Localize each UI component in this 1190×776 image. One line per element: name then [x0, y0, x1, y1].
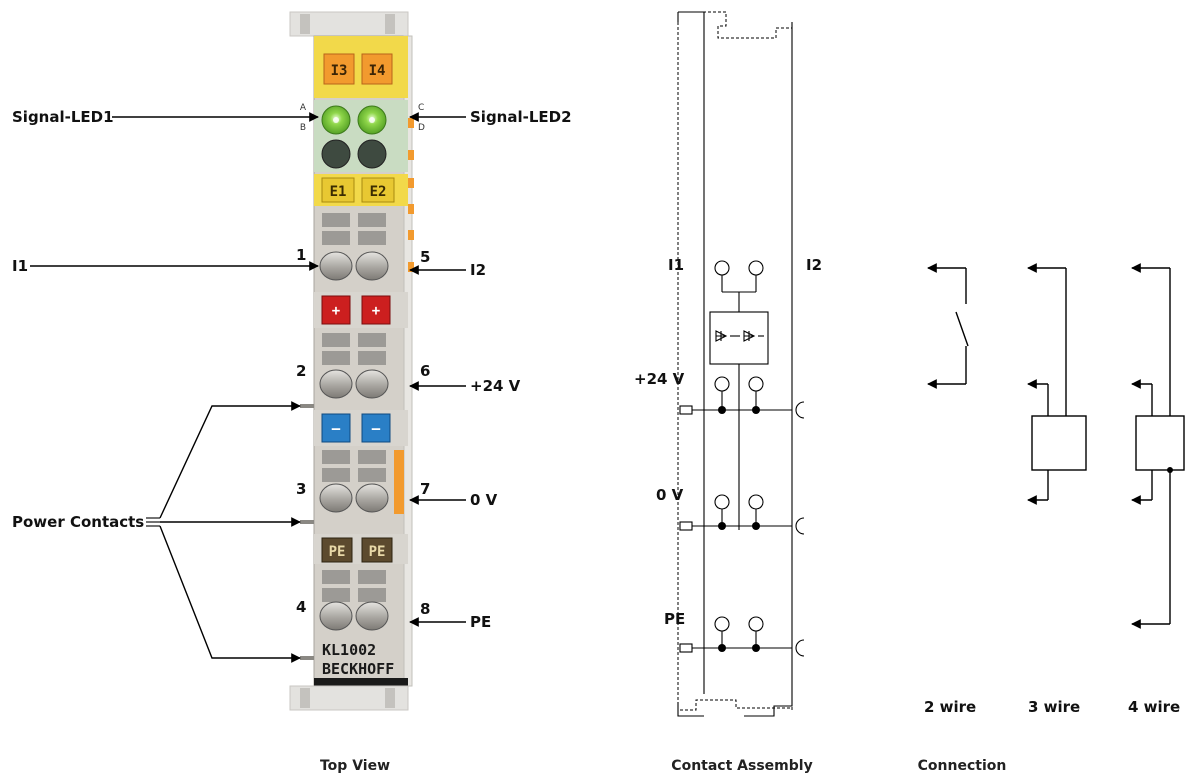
- label-input1: I1: [12, 257, 28, 275]
- contact-assembly-schematic: [677, 11, 805, 717]
- terminal-spring-8: [355, 601, 389, 631]
- connection-2-wire: [927, 263, 969, 389]
- label-signal-led2: Signal-LED2: [470, 108, 572, 126]
- caption-contact-assembly: Contact Assembly: [671, 758, 812, 774]
- terminal-number-5: 5: [420, 248, 430, 266]
- terminal-number-3: 3: [296, 480, 306, 498]
- terminal-number-2: 2: [296, 362, 306, 380]
- terminal-spring-3: [319, 483, 353, 513]
- terminal-spring-4: [319, 601, 353, 631]
- terminal-number-6: 6: [420, 362, 430, 380]
- ca-label-input2: I2: [806, 256, 822, 274]
- terminal-number-4: 4: [296, 598, 306, 616]
- top-view-callouts: [30, 112, 466, 663]
- tag-i4: I4: [369, 63, 386, 79]
- wire-type-4: 4 wire: [1128, 698, 1180, 716]
- led-letter-b: B: [300, 123, 306, 133]
- terminal-top-view: I3 I4 E1 E2 + +: [289, 11, 414, 711]
- tag-e1: E1: [330, 184, 347, 200]
- ca-label-pe: PE: [664, 610, 685, 628]
- connection-3-wire: [1027, 263, 1087, 505]
- led-off-right: [357, 139, 387, 169]
- terminal-spring-6: [355, 369, 389, 399]
- ca-label-0v: 0 V: [656, 486, 684, 504]
- tag-minus-left: —: [332, 421, 341, 437]
- label-pe: PE: [470, 613, 491, 631]
- tag-minus-right: —: [372, 421, 381, 437]
- terminal-number-7: 7: [420, 480, 430, 498]
- led-letter-d: D: [418, 123, 425, 133]
- terminal-number-8: 8: [420, 600, 430, 618]
- caption-connection: Connection: [918, 758, 1007, 774]
- led-letter-c: C: [418, 103, 424, 113]
- ca-label-input1: I1: [668, 256, 684, 274]
- terminal-spring-5: [355, 251, 389, 281]
- led-off-left: [321, 139, 351, 169]
- wire-type-2: 2 wire: [924, 698, 976, 716]
- label-plus24: +24 V: [470, 377, 521, 395]
- ca-label-plus24: +24 V: [634, 370, 685, 388]
- tag-pe-left: PE: [329, 544, 346, 560]
- label-input2: I2: [470, 261, 486, 279]
- caption-top-view: Top View: [320, 758, 390, 774]
- terminal-number-1: 1: [296, 246, 306, 264]
- terminal-spring-7: [355, 483, 389, 513]
- led-letter-a: A: [300, 103, 307, 113]
- label-power-contacts: Power Contacts: [12, 513, 144, 531]
- tag-plus-right: +: [372, 303, 380, 319]
- optocoupler-block: [709, 311, 769, 365]
- tag-i3: I3: [331, 63, 348, 79]
- tag-pe-right: PE: [369, 544, 386, 560]
- wire-type-3: 3 wire: [1028, 698, 1080, 716]
- terminal-spring-2: [319, 369, 353, 399]
- product-model: KL1002: [322, 641, 376, 659]
- connection-4-wire: [1131, 263, 1185, 629]
- terminal-spring-1: [319, 251, 353, 281]
- product-brand: BECKHOFF: [322, 660, 394, 678]
- tag-e2: E2: [370, 184, 387, 200]
- tag-plus-left: +: [332, 303, 340, 319]
- label-0v: 0 V: [470, 491, 498, 509]
- label-signal-led1: Signal-LED1: [12, 108, 114, 126]
